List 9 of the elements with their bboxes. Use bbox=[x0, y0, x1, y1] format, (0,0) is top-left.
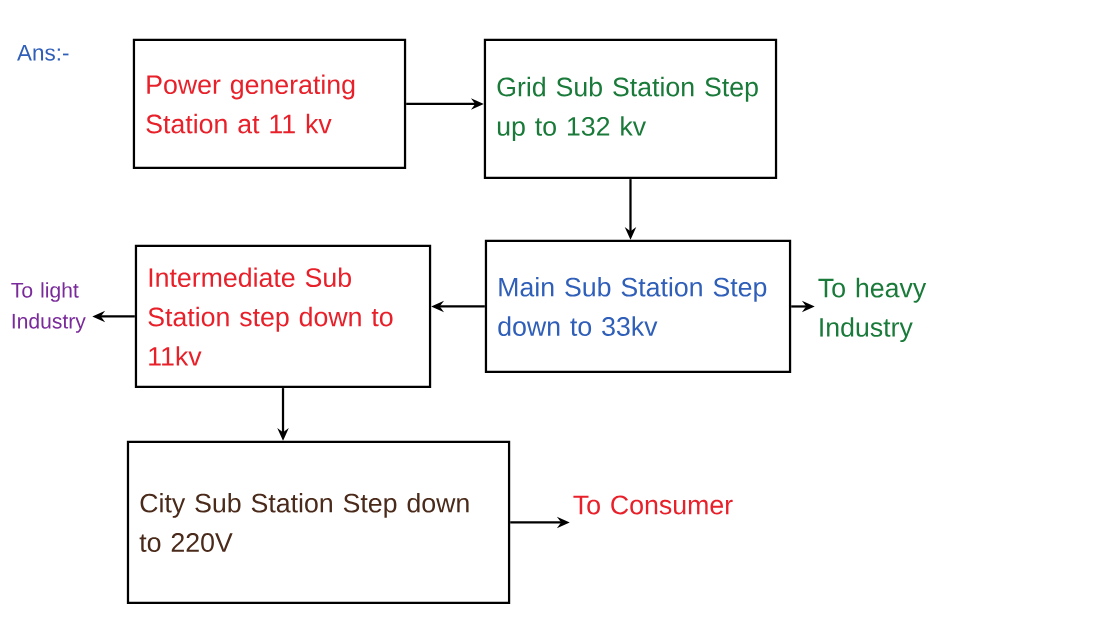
destination-label: To Consumer bbox=[573, 495, 733, 515]
destination-label: To heavy Industry bbox=[818, 277, 927, 343]
process-box: Power generating Station at 11 kv bbox=[132, 38, 407, 170]
process-box: Grid Sub Station Step up to 132 kv bbox=[483, 38, 778, 180]
process-box: City Sub Station Step down to 220V bbox=[126, 440, 511, 605]
answer-label: Ans:- bbox=[17, 44, 69, 61]
destination-label: To light Industry bbox=[11, 282, 86, 333]
process-box: Intermediate Sub Station step down to 11kv bbox=[134, 244, 432, 389]
process-box: Main Sub Station Step down to 33kv bbox=[484, 239, 792, 374]
